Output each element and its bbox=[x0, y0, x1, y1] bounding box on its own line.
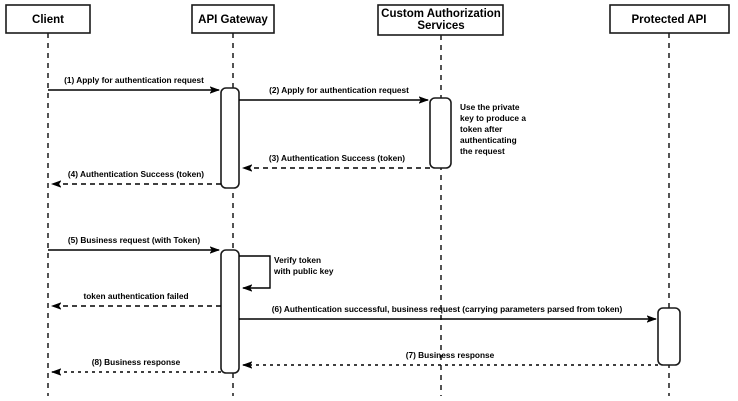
self-message-verify-token-path[interactable] bbox=[239, 255, 271, 288]
activation-api-gateway-auth[interactable] bbox=[220, 87, 240, 189]
message-3[interactable]: (3) Authentication Success (token) bbox=[243, 153, 430, 168]
participant-box-protected-api[interactable] bbox=[609, 4, 730, 34]
message-8[interactable]: (8) Business response bbox=[52, 357, 221, 372]
message-5[interactable]: (5) Business request (with Token) bbox=[48, 235, 219, 250]
participant-box-client[interactable] bbox=[5, 4, 91, 34]
participant-box-custom-authorization-services[interactable] bbox=[377, 4, 504, 36]
message-5-label: (5) Business request (with Token) bbox=[68, 235, 200, 245]
note-private-key-line-1: Use the private bbox=[460, 102, 520, 112]
note-private-key: Use the private key to produce a token a… bbox=[460, 102, 526, 156]
note-private-key-line-5: the request bbox=[460, 146, 505, 156]
message-6[interactable]: (6) Authentication successful, business … bbox=[239, 304, 656, 319]
note-private-key-line-2: key to produce a bbox=[460, 113, 526, 123]
message-1[interactable]: (1) Apply for authentication request bbox=[48, 75, 219, 90]
activation-bars bbox=[220, 87, 681, 374]
message-token-authentication-failed[interactable]: token authentication failed bbox=[52, 291, 221, 306]
participant-label-client: Client bbox=[32, 14, 64, 26]
message-7[interactable]: (7) Business response bbox=[243, 350, 658, 365]
message-8-label: (8) Business response bbox=[92, 357, 181, 367]
message-4[interactable]: (4) Authentication Success (token) bbox=[52, 169, 221, 184]
participant-label-api-gateway: API Gateway bbox=[198, 14, 268, 26]
message-7-label: (7) Business response bbox=[406, 350, 495, 360]
participant-box-api-gateway[interactable] bbox=[191, 4, 275, 34]
message-1-label: (1) Apply for authentication request bbox=[64, 75, 204, 85]
message-6-label: (6) Authentication successful, business … bbox=[272, 304, 623, 314]
participant-label-custom-authorization-services-line1: Custom Authorization bbox=[381, 8, 501, 20]
activation-api-gateway-business[interactable] bbox=[220, 249, 240, 374]
message-token-authentication-failed-label: token authentication failed bbox=[83, 291, 188, 301]
participant-protected-api[interactable]: Protected API bbox=[609, 4, 730, 34]
participant-custom-authorization-services[interactable]: Custom Authorization Services bbox=[377, 4, 504, 36]
activation-custom-authorization-services[interactable] bbox=[429, 97, 452, 169]
message-2[interactable]: (2) Apply for authentication request bbox=[239, 85, 428, 100]
self-message-verify-token-line-2: with public key bbox=[273, 266, 334, 276]
participant-label-protected-api: Protected API bbox=[632, 14, 707, 26]
message-2-label: (2) Apply for authentication request bbox=[269, 85, 409, 95]
note-private-key-line-3: token after bbox=[460, 124, 503, 134]
participant-client[interactable]: Client bbox=[5, 4, 91, 34]
participant-api-gateway[interactable]: API Gateway bbox=[191, 4, 275, 34]
message-3-label: (3) Authentication Success (token) bbox=[269, 153, 405, 163]
note-private-key-line-4: authenticating bbox=[460, 135, 517, 145]
participant-label-custom-authorization-services-line2: Services bbox=[417, 20, 464, 32]
self-message-verify-token-line-1: Verify token bbox=[274, 255, 321, 265]
activation-protected-api[interactable] bbox=[657, 307, 681, 366]
message-4-label: (4) Authentication Success (token) bbox=[68, 169, 204, 179]
self-message-verify-token[interactable]: Verify token with public key bbox=[239, 255, 334, 288]
